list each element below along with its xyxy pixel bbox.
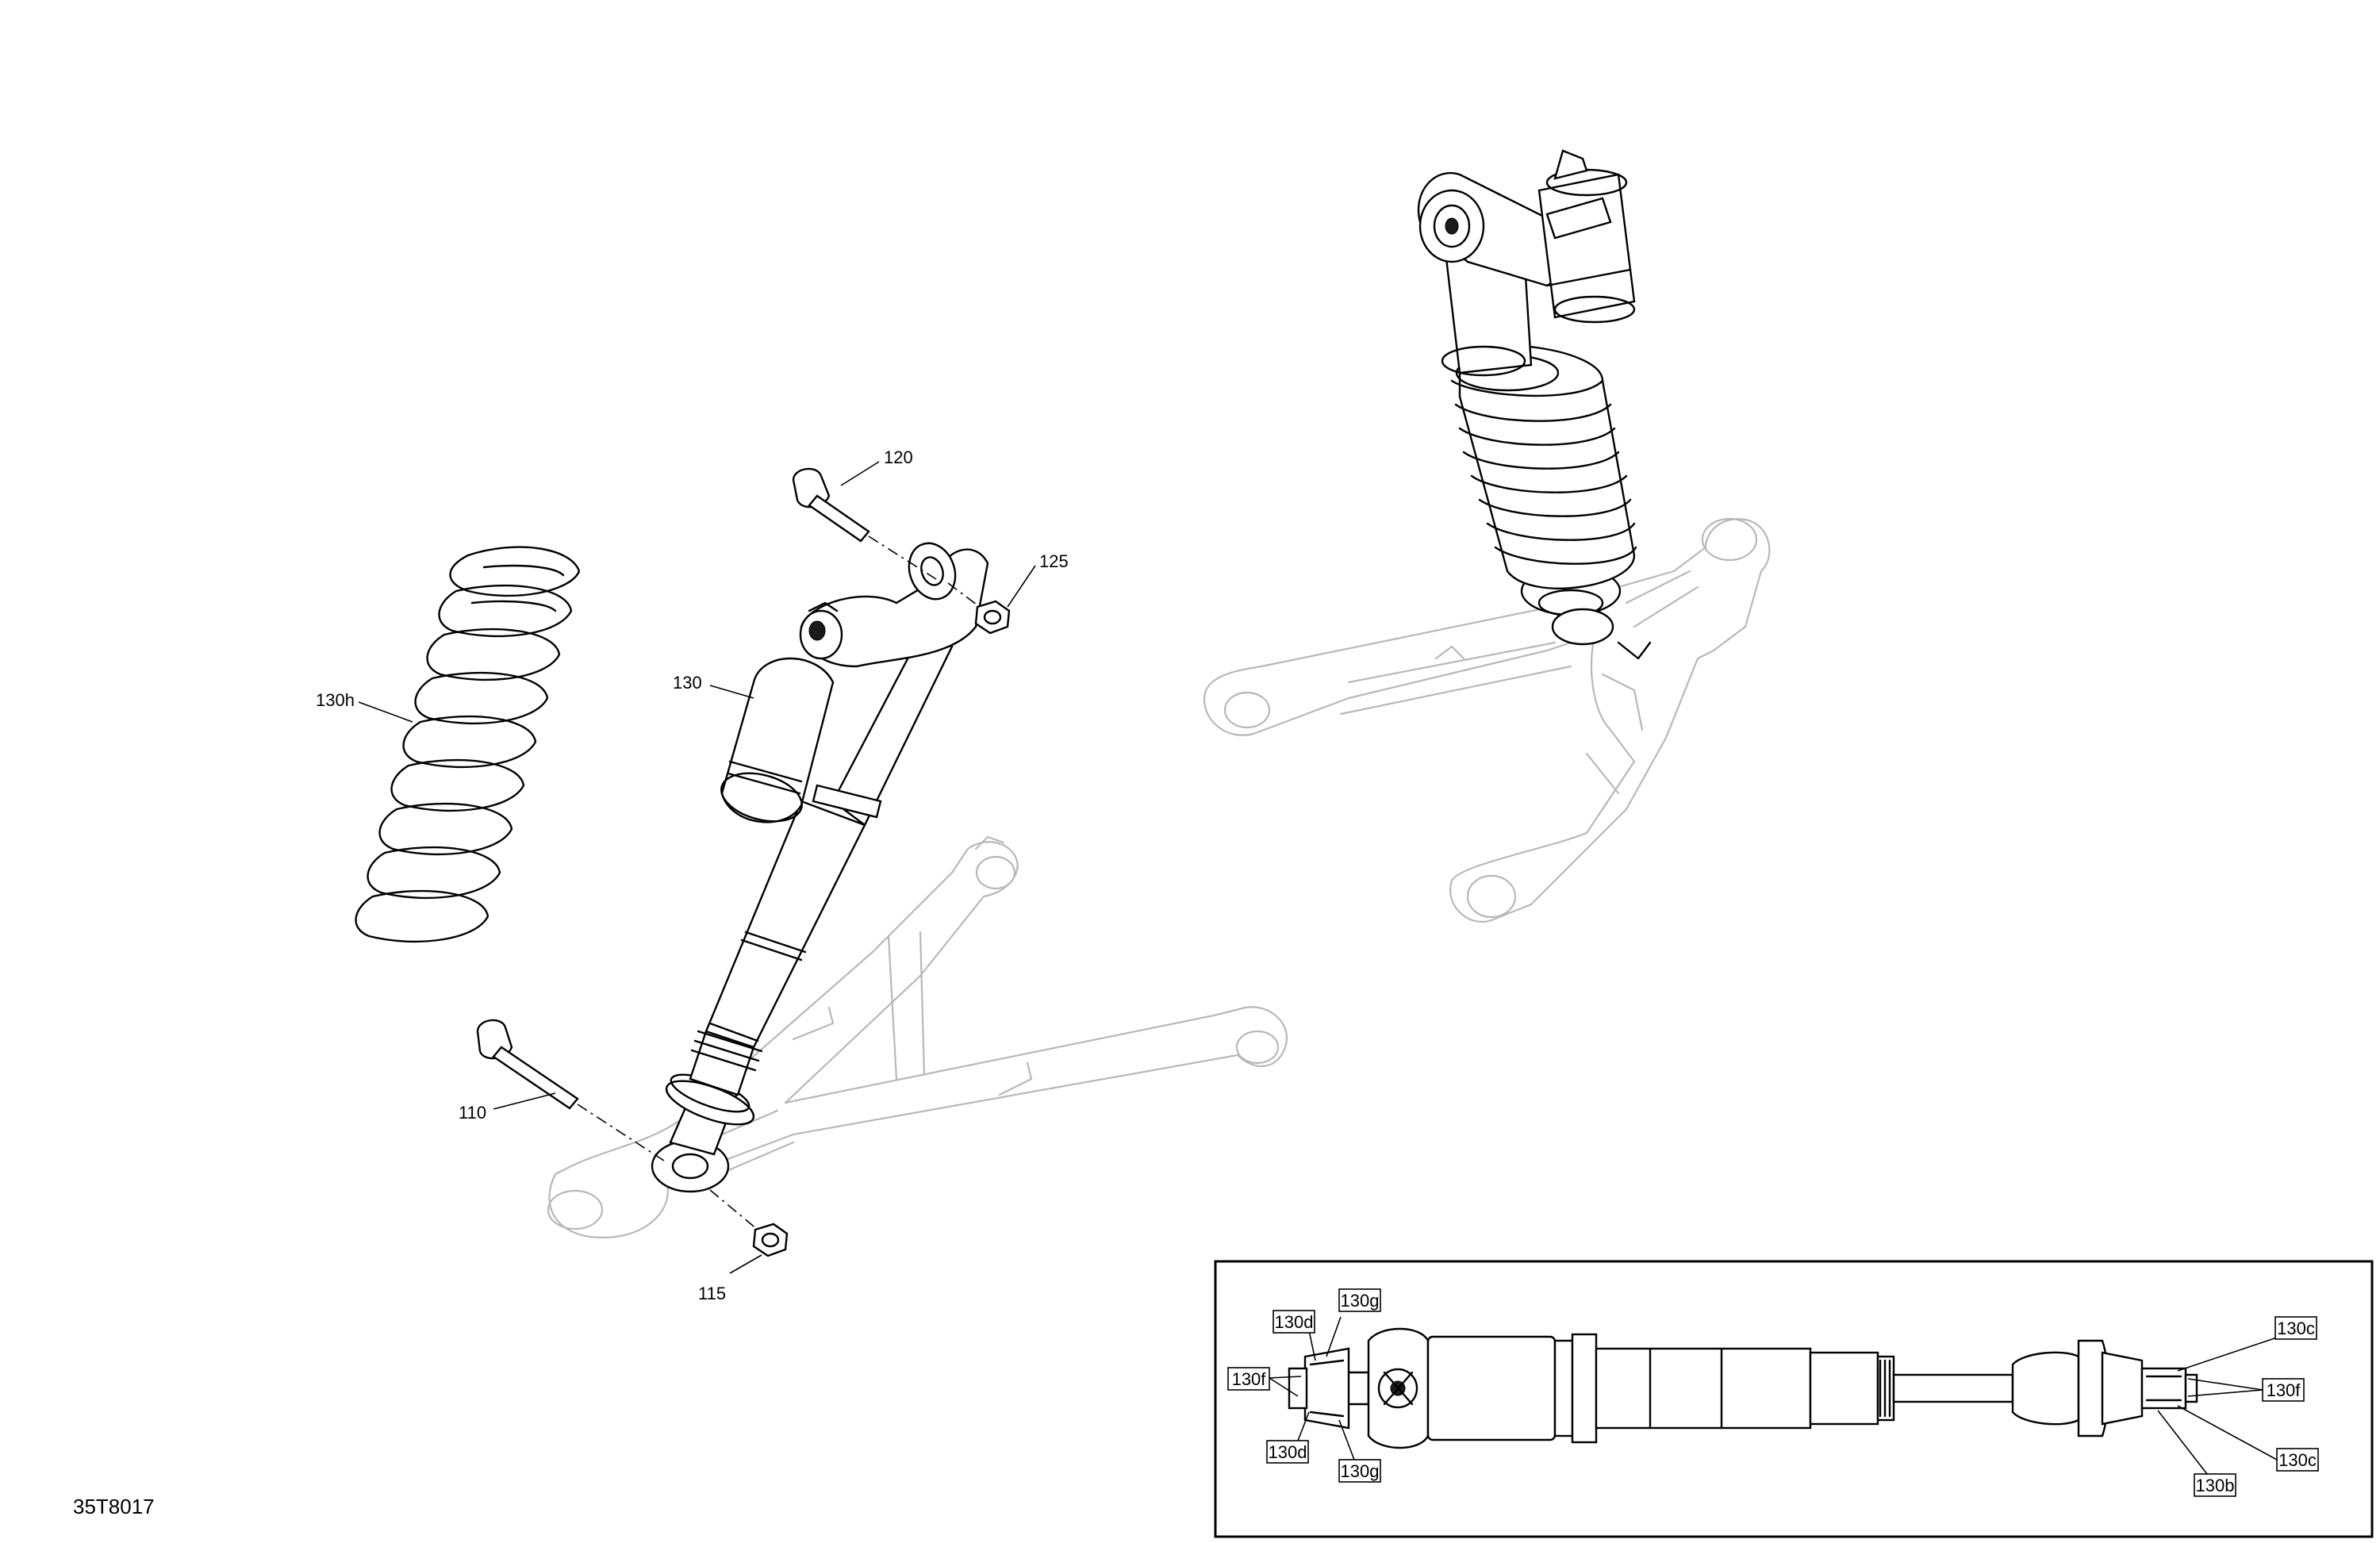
bolt-120 (792, 467, 937, 580)
inset-label-130g-top: 130g (1338, 1288, 1381, 1312)
inset-leader-lines (1269, 1316, 2278, 1475)
leader-120 (840, 461, 880, 486)
callout-110: 110 (459, 1103, 486, 1123)
nut-115 (709, 1189, 789, 1257)
callout-115: 115 (698, 1284, 726, 1303)
svg-text:130g: 130g (1341, 1461, 1380, 1481)
leader-115 (729, 1254, 762, 1274)
inset-label-130f-right: 130f (2262, 1378, 2305, 1402)
inset-label-130c-top: 130c (2274, 1316, 2317, 1340)
leader-110 (493, 1092, 556, 1110)
callout-125: 125 (1039, 551, 1069, 571)
assembled-shock-view (1203, 149, 1771, 923)
svg-text:130c: 130c (2278, 1450, 2317, 1470)
inset-label-130c-bottom: 130c (2276, 1448, 2319, 1472)
svg-text:130f: 130f (2267, 1380, 2301, 1400)
inset-label-130d-bottom: 130d (1266, 1440, 1309, 1464)
svg-text:130d: 130d (1269, 1442, 1307, 1462)
leader-125 (1007, 565, 1036, 608)
svg-text:130c: 130c (2277, 1318, 2315, 1338)
leader-130 (709, 685, 754, 699)
inset-label-130g-bottom: 130g (1338, 1459, 1381, 1483)
svg-text:130d: 130d (1275, 1312, 1314, 1332)
shock-absorber-130 (651, 542, 989, 1193)
inset-shock-side-view (1288, 1327, 2198, 1449)
svg-text:130b: 130b (2196, 1476, 2235, 1495)
leader-130h (358, 701, 413, 723)
bolt-110 (476, 1019, 667, 1163)
diagram-reference-number: 35T8017 (73, 1495, 155, 1518)
inset-label-130f-left: 130f (1227, 1367, 1270, 1391)
callout-130: 130 (673, 673, 702, 693)
svg-text:130g: 130g (1341, 1291, 1380, 1311)
callout-130h: 130h (316, 690, 355, 710)
coil-spring-130h (355, 546, 581, 943)
nut-125 (947, 582, 1011, 635)
inset-label-130d-top: 130d (1273, 1310, 1315, 1334)
inset-label-130b: 130b (2194, 1473, 2236, 1497)
lower-a-arm-left (547, 835, 1288, 1239)
callout-120: 120 (884, 447, 913, 467)
svg-text:130f: 130f (1232, 1369, 1267, 1389)
